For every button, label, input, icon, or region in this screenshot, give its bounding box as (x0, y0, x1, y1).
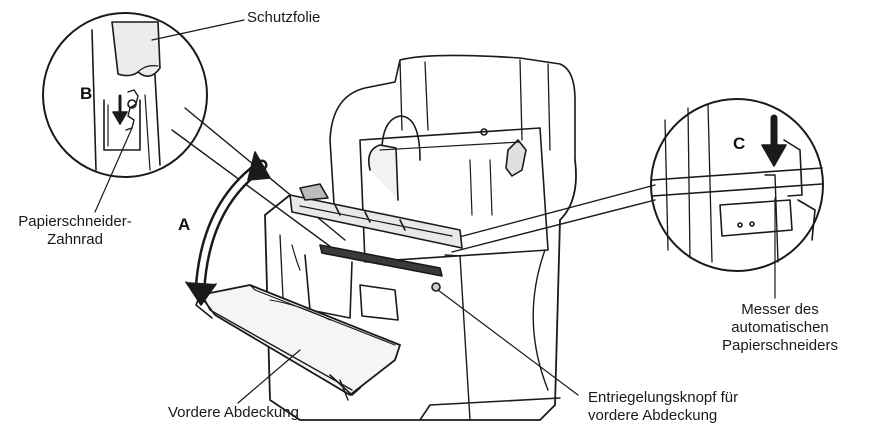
printer-body (264, 54, 577, 421)
leader-vordere-abdeckung (237, 349, 301, 404)
arrow-a-curve (185, 151, 271, 306)
label-zahnrad-line2: Zahnrad (47, 231, 103, 248)
label-messer-line1: Messer des (741, 301, 819, 318)
label-schutzfolie: Schutzfolie (247, 9, 321, 26)
label-messer-line3: Papierschneiders (722, 337, 838, 354)
label-messer: Messer des automatischen Papierschneider… (700, 301, 860, 355)
inset-detail-b (42, 12, 208, 178)
leader-schutzfolie (151, 19, 245, 41)
marker-c: C (733, 134, 746, 153)
inset-b-leader-1 (171, 129, 336, 251)
leader-entriegelung (437, 289, 579, 396)
leader-zahnrad (94, 127, 133, 213)
label-entriegelung-line1: Entriegelungsknopf für (588, 389, 739, 406)
label-entriegelung-line2: vordere Abdeckung (588, 407, 718, 424)
inset-detail-c (650, 98, 824, 272)
inset-c-leader-1 (447, 184, 656, 241)
label-messer-line2: automatischen (731, 319, 829, 336)
front-cover-illustration (195, 284, 401, 401)
inset-c-leader-2 (451, 199, 656, 253)
label-entriegelungsknopf: Entriegelungsknopf für vordere Abdeckung (588, 389, 738, 425)
marker-b: B (80, 84, 93, 103)
label-zahnrad-line1: Papierschneider- (18, 213, 132, 230)
label-papierschneider-zahnrad: Papierschneider- Zahnrad (0, 213, 150, 249)
marker-a: A (178, 215, 191, 234)
label-vordere-abdeckung: Vordere Abdeckung (168, 404, 299, 421)
